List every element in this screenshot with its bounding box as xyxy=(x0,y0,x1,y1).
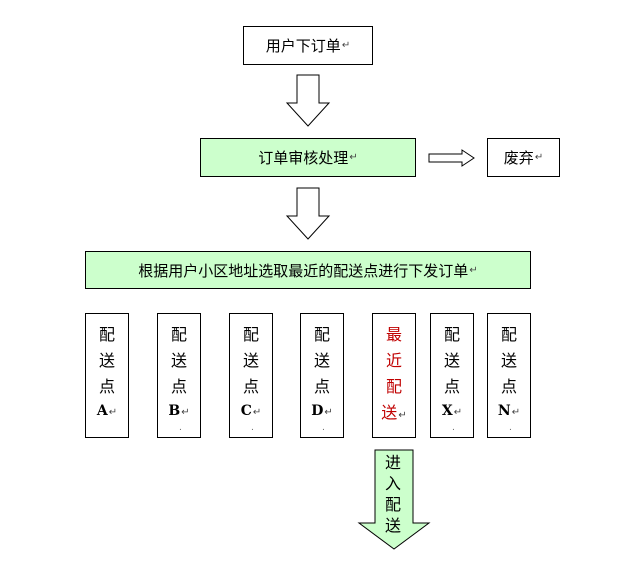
point-letter: B xyxy=(168,403,181,419)
dot-mark: . xyxy=(452,423,455,433)
point-char: 送 xyxy=(443,351,460,370)
point-char: 配 xyxy=(443,325,460,344)
delivery-point-b: 配 送 点 B↵ . xyxy=(157,313,201,438)
review-box: 订单审核处理↵ xyxy=(200,138,416,177)
dispatch-label: 根据用户小区地址选取最近的配送点进行下发订单 xyxy=(138,261,469,280)
dot-mark: . xyxy=(179,423,182,433)
dot-mark: . xyxy=(509,423,512,433)
point-char: 点 xyxy=(98,377,115,396)
point-char: 近 xyxy=(385,351,402,370)
discard-label: 废弃 xyxy=(503,149,534,167)
delivery-point-c: 配 送 点 C↵ . xyxy=(229,313,273,438)
enter-delivery-label: 进 入 配 送 xyxy=(375,452,411,536)
point-char: 点 xyxy=(443,377,460,396)
delivery-point-a: 配 送 点 A↵ xyxy=(85,313,129,438)
paragraph-mark: ↵ xyxy=(469,264,478,276)
arrow-char: 进 xyxy=(384,453,401,472)
point-letter: A xyxy=(96,403,108,419)
paragraph-mark: ↵ xyxy=(398,410,407,421)
delivery-point-nearest: 最 近 配 送↵ xyxy=(372,313,416,438)
point-char: 送 xyxy=(98,351,115,370)
point-letter: X xyxy=(441,403,453,419)
point-letter: C xyxy=(240,403,252,419)
place-order-box: 用户下订单↵ xyxy=(243,26,373,65)
paragraph-mark: ↵ xyxy=(341,40,351,51)
arrow-char: 配 xyxy=(384,495,401,514)
arrow-char: 送 xyxy=(384,516,401,535)
point-char: 点 xyxy=(170,377,187,396)
paragraph-mark: ↵ xyxy=(181,407,190,418)
paragraph-mark: ↵ xyxy=(324,407,333,418)
paragraph-mark: ↵ xyxy=(252,407,262,418)
dot-mark: . xyxy=(322,423,325,433)
enter-delivery-arrow xyxy=(357,449,431,550)
right-arrow xyxy=(428,149,475,167)
arrow-char: 入 xyxy=(384,474,401,493)
point-char: 配 xyxy=(170,325,187,344)
down-arrow-1 xyxy=(285,74,331,127)
down-arrow-2 xyxy=(285,187,331,240)
point-char: 点 xyxy=(242,377,259,396)
point-char: 送 xyxy=(170,351,187,370)
delivery-point-n: 配 送 点 N↵ . xyxy=(487,313,531,438)
paragraph-mark: ↵ xyxy=(534,152,544,163)
point-letter: D xyxy=(311,403,324,419)
delivery-point-d: 配 送 点 D↵ . xyxy=(300,313,344,438)
point-char: 最 xyxy=(385,325,402,344)
point-char: 送 xyxy=(381,403,398,422)
paragraph-mark: ↵ xyxy=(453,407,463,418)
delivery-point-x: 配 送 点 X↵ . xyxy=(430,313,474,438)
point-char: 配 xyxy=(500,325,517,344)
dot-mark: . xyxy=(251,423,254,433)
point-char: 配 xyxy=(385,377,402,396)
point-char: 点 xyxy=(313,377,330,396)
discard-box: 废弃↵ xyxy=(487,138,560,177)
point-letter: N xyxy=(497,403,511,419)
point-char: 配 xyxy=(242,325,259,344)
point-char: 配 xyxy=(313,325,330,344)
point-char: 送 xyxy=(242,351,259,370)
point-char: 配 xyxy=(98,325,115,344)
dispatch-box: 根据用户小区地址选取最近的配送点进行下发订单↵ xyxy=(85,251,531,289)
point-char: 点 xyxy=(500,377,517,396)
paragraph-mark: ↵ xyxy=(349,152,358,163)
review-label: 订单审核处理 xyxy=(258,149,349,167)
point-char: 送 xyxy=(500,351,517,370)
paragraph-mark: ↵ xyxy=(511,407,521,418)
place-order-label: 用户下订单 xyxy=(265,37,341,55)
point-char: 送 xyxy=(313,351,330,370)
paragraph-mark: ↵ xyxy=(108,407,118,418)
